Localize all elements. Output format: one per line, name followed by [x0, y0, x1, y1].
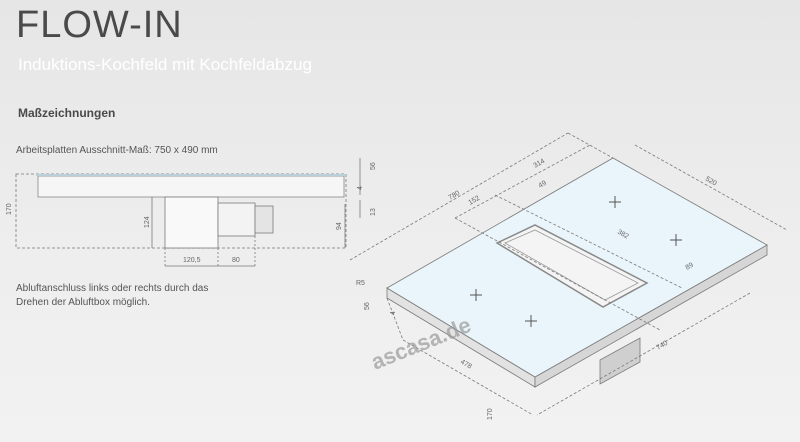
fan-box-iso — [599, 337, 641, 385]
dim-label: R5 — [356, 280, 365, 287]
dim-label: 780 — [448, 190, 462, 202]
dim-label: 4 — [390, 311, 397, 315]
fan-box — [164, 196, 219, 249]
dim-label: 49 — [538, 180, 548, 190]
side-view — [15, 158, 361, 268]
note-line: Abluftanschluss links oder rechts durch … — [16, 283, 209, 294]
watermark: ascasa.de — [368, 312, 475, 375]
dim-label: 4 — [357, 186, 364, 190]
section-title: Maßzeichnungen — [18, 106, 116, 120]
dim-label: 13 — [370, 208, 377, 216]
fan-outlet — [254, 205, 274, 234]
note-line: Drehen der Abluftbox möglich. — [16, 297, 150, 308]
downdraft-vent — [495, 224, 649, 308]
side-view-labels: 170 124 94 56 4 13 120,5 80 — [6, 162, 377, 264]
dim-label: 89 — [685, 262, 695, 272]
dim-label: 314 — [533, 158, 547, 170]
cutout-dimension: Arbeitsplatten Ausschnitt-Maß: 750 x 490… — [16, 145, 218, 156]
dim-label: 152 — [468, 195, 482, 207]
product-title: FLOW-IN — [16, 4, 183, 46]
dim-label: 170 — [6, 203, 13, 215]
dim-label: 56 — [364, 302, 371, 310]
dim-label: 56 — [370, 162, 377, 170]
dim-label: 124 — [144, 216, 151, 228]
exhaust-note: Abluftanschluss links oder rechts durch … — [16, 282, 216, 310]
dim-label: 170 — [487, 408, 494, 420]
product-subtitle: Induktions-Kochfeld mit Kochfeldabzug — [18, 55, 312, 74]
vent-inner — [504, 229, 639, 301]
dim-label: 740 — [656, 340, 670, 352]
iso-view — [349, 132, 788, 416]
dim-label: 478 — [459, 359, 473, 371]
hob-profile — [37, 175, 345, 198]
dim-label: 80 — [232, 257, 240, 264]
fan-duct — [217, 202, 256, 237]
dim-label: 520 — [704, 176, 718, 188]
dim-label: 120,5 — [183, 257, 201, 264]
dim-label: 382 — [616, 229, 630, 241]
dim-label: 94 — [336, 222, 343, 230]
